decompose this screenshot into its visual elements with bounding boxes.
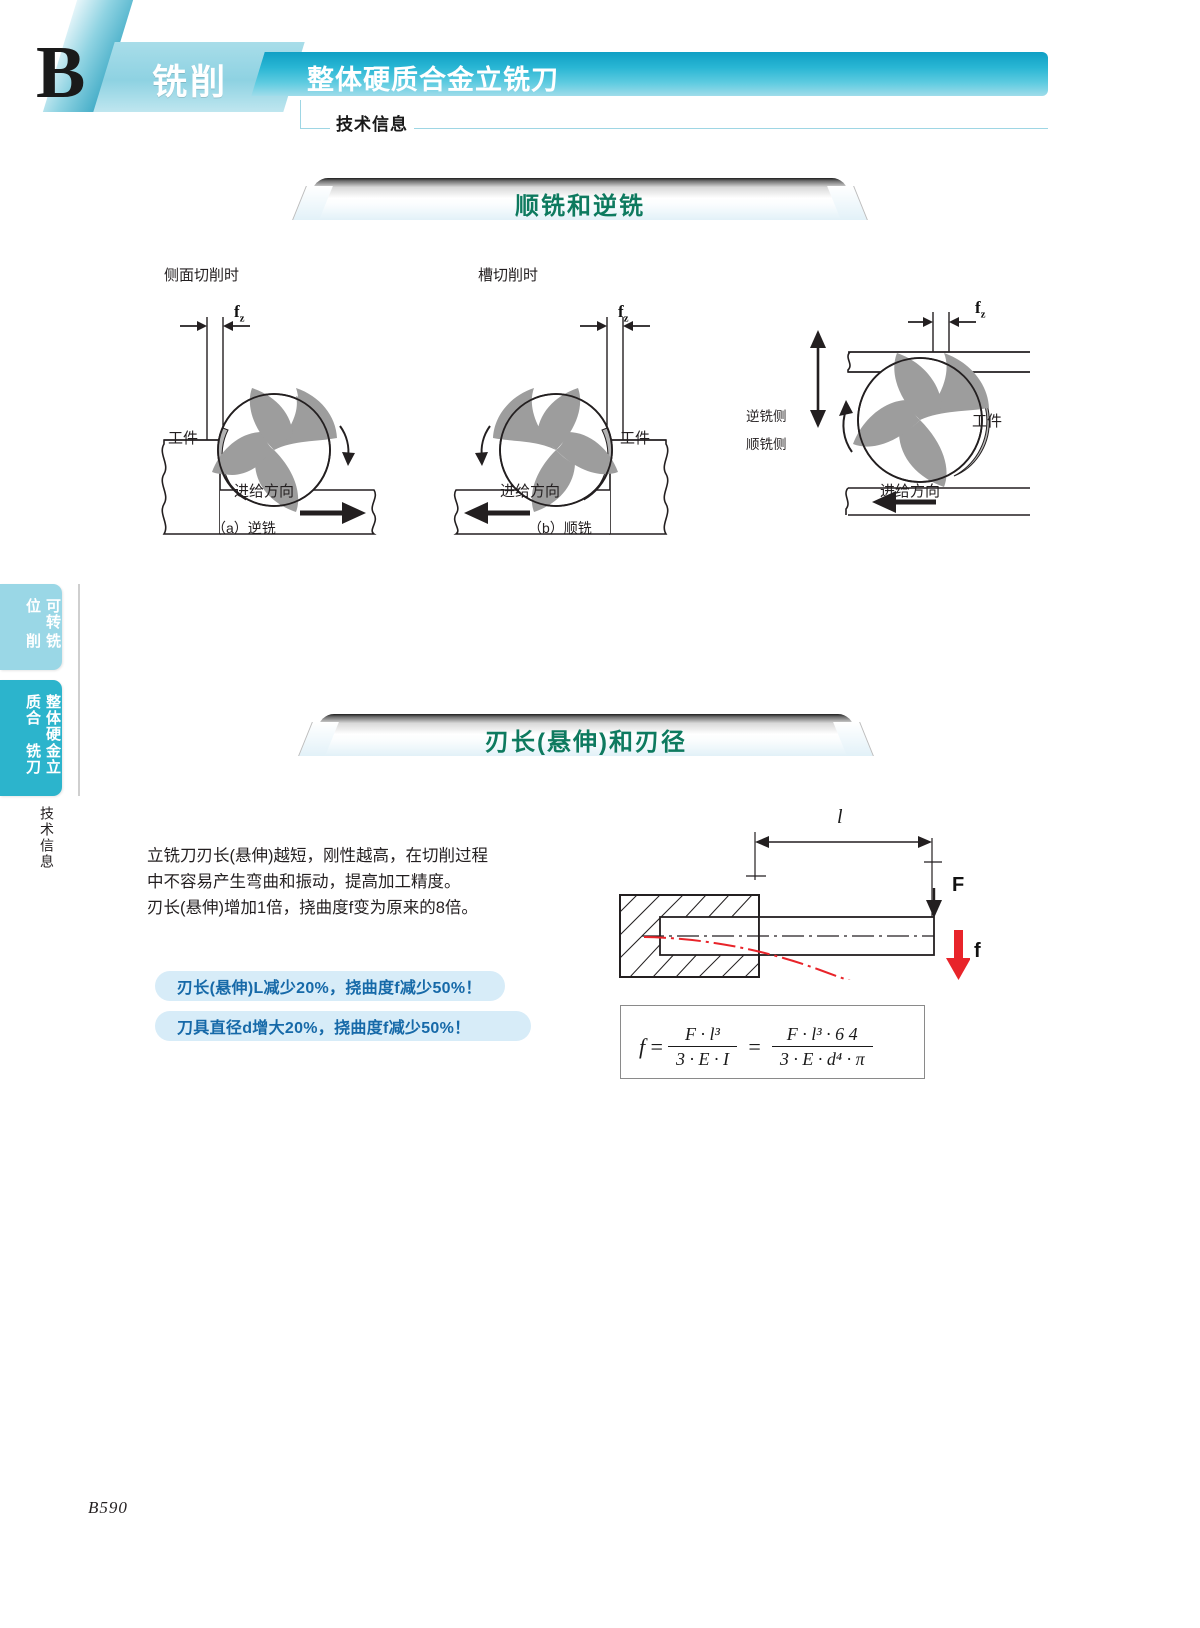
feed-per-tooth-symbol: fz bbox=[975, 298, 986, 321]
sidebar-item-indexable-milling[interactable]: 可转位 铣削 bbox=[0, 584, 62, 670]
feed-per-tooth-symbol: fz bbox=[234, 302, 245, 325]
header-category-label: 铣削 bbox=[152, 63, 229, 102]
sidebar-footer-label: 技术信息 bbox=[39, 806, 55, 870]
force-label: F bbox=[952, 874, 965, 896]
feed-direction-label: 进给方向 bbox=[880, 483, 941, 500]
sidebar-item-label: 整体硬质合 bbox=[24, 694, 61, 742]
body-line: 刃长(悬伸)增加1倍，挠曲度f变为原来的8倍。 bbox=[147, 899, 478, 917]
workpiece-label: 工件 bbox=[620, 430, 651, 447]
header-title-bar bbox=[272, 52, 1048, 96]
formula-lhs: f bbox=[639, 1034, 646, 1059]
section-banner-label: 刃长(悬伸)和刃径 bbox=[485, 729, 687, 756]
diagram-tool-deflection-svg bbox=[619, 832, 970, 980]
diagram-tool-deflection: l F f bbox=[580, 780, 981, 980]
workpiece-label: 工件 bbox=[168, 430, 199, 447]
body-line: 立铣刀刃长(悬伸)越短，刚性越高，在切削过程 bbox=[147, 847, 488, 865]
climb-side-label: 顺铣侧 bbox=[746, 437, 787, 452]
diagram-slot-cutting: 槽切削时 fz 工件 进给方向 （b）顺铣 bbox=[430, 262, 680, 542]
page-number: B590 bbox=[88, 1498, 128, 1517]
section-banner-flute-length-diameter: 刃长(悬伸)和刃径 bbox=[298, 714, 874, 756]
diagram-heading: 槽切削时 bbox=[478, 267, 539, 284]
deflection-formula-box: f = F · l³ 3 · E · I = F · l³ · 6 4 3 · … bbox=[620, 1005, 925, 1079]
callout-flute-length: 刃长(悬伸)L减少20%，挠曲度f减少50%！ bbox=[155, 971, 505, 1001]
diagram-side-cutting: 侧面切削时 fz 工件 进给方向 bbox=[150, 262, 400, 542]
page-title: 整体硬质合金立铣刀 bbox=[307, 65, 559, 95]
diagram-heading: 侧面切削时 bbox=[164, 267, 240, 284]
sidebar-item-label: 金立铣刀 bbox=[24, 742, 61, 775]
diagram-caption: （b）顺铣 bbox=[528, 520, 592, 536]
feed-direction-label: 进给方向 bbox=[500, 483, 561, 500]
deflection-label: f bbox=[974, 940, 981, 962]
length-dimension-label: l bbox=[837, 806, 843, 828]
diagram-slot-both-sides-svg bbox=[810, 312, 1030, 516]
section-body-text: 立铣刀刃长(悬伸)越短，刚性越高，在切削过程 中不容易产生弯曲和振动，提高加工精… bbox=[147, 843, 547, 921]
workpiece-label: 工件 bbox=[972, 413, 1003, 430]
sidebar-item-label: 铣削 bbox=[24, 632, 61, 649]
header-subtitle-rule bbox=[300, 128, 1048, 129]
page-header: B 铣削 整体硬质合金立铣刀 技术信息 bbox=[0, 0, 1200, 150]
diagram-caption: （a）逆铣 bbox=[212, 520, 276, 536]
section-letter: B bbox=[36, 32, 85, 114]
formula-numerator-1: F · l³ bbox=[685, 1024, 720, 1044]
section-banner-label: 顺铣和逆铣 bbox=[515, 193, 645, 220]
formula-denominator-2: 3 · E · d⁴ · π bbox=[771, 1046, 873, 1070]
formula-equals-1: = bbox=[649, 1034, 664, 1059]
sidebar-rail bbox=[78, 584, 80, 796]
header-subtitle-tick bbox=[300, 100, 301, 129]
sidebar-item-solid-carbide-endmill[interactable]: 整体硬质合 金立铣刀 bbox=[0, 680, 62, 796]
conventional-side-label: 逆铣侧 bbox=[746, 409, 787, 424]
formula-numerator-2: F · l³ · 6 4 bbox=[786, 1024, 858, 1044]
callout-label: 刀具直径d增大20%，挠曲度f减少50%！ bbox=[177, 1020, 471, 1037]
diagram-slot-cutting-svg bbox=[453, 317, 669, 535]
section-banner-climb-conventional: 顺铣和逆铣 bbox=[292, 178, 868, 220]
diagram-slot-both-sides: fz 逆铣侧 顺铣侧 工件 进给方向 bbox=[740, 298, 1030, 530]
feed-per-tooth-symbol: fz bbox=[618, 302, 629, 325]
sidebar-item-label: 可转位 bbox=[24, 598, 61, 630]
header-subtitle: 技术信息 bbox=[330, 110, 414, 135]
feed-direction-label: 进给方向 bbox=[234, 483, 295, 500]
formula-denominator-1: 3 · E · I bbox=[667, 1046, 737, 1070]
body-line: 中不容易产生弯曲和振动，提高加工精度。 bbox=[147, 873, 461, 891]
formula-equals-2: = bbox=[746, 1034, 762, 1059]
diagram-side-cutting-svg bbox=[161, 317, 386, 535]
callout-tool-diameter: 刀具直径d增大20%，挠曲度f减少50%！ bbox=[155, 1011, 531, 1041]
callout-label: 刃长(悬伸)L减少20%，挠曲度f减少50%！ bbox=[177, 980, 482, 997]
